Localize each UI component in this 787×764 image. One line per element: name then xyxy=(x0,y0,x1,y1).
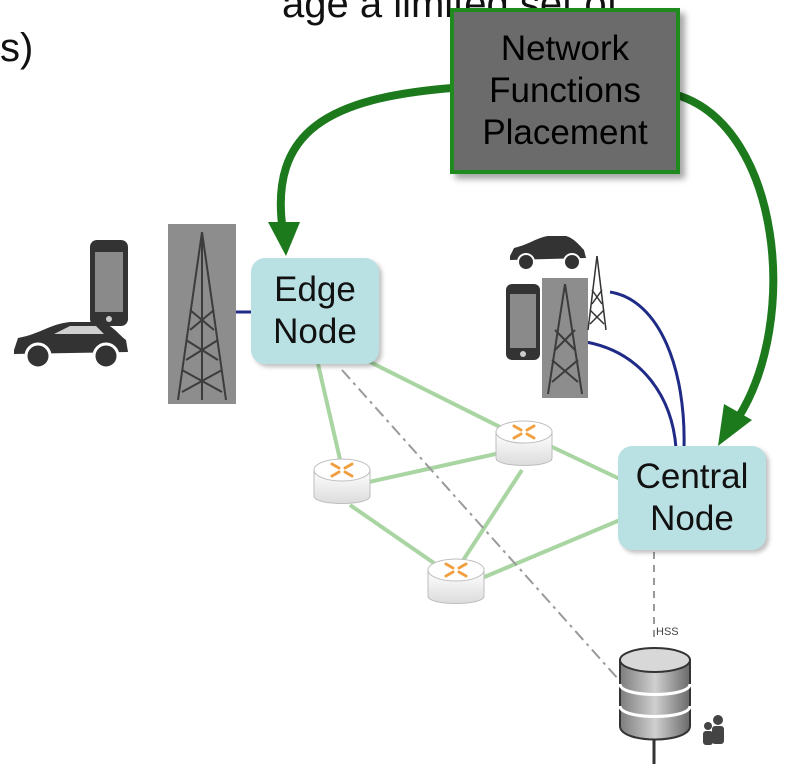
placement-line-3: Placement xyxy=(482,113,648,152)
small-antenna-icon xyxy=(587,255,607,331)
right-cell-tower-icon xyxy=(542,278,588,398)
right-car-icon xyxy=(510,236,586,271)
edge-to-hss-dashdot xyxy=(341,369,629,691)
central-node: Central Node xyxy=(618,446,766,550)
placement-line-2: Functions xyxy=(489,71,641,110)
right-tower-link-lower xyxy=(585,340,678,449)
edge-node-line-2: Node xyxy=(273,312,357,351)
link-edge-router-left xyxy=(316,363,344,469)
link-top-bottom xyxy=(458,468,524,567)
left-smartphone-icon xyxy=(90,240,128,326)
edge-node-line-1: Edge xyxy=(274,270,356,309)
signaling-lines xyxy=(341,369,655,691)
right-smartphone-icon xyxy=(506,284,540,360)
link-top-central xyxy=(547,443,623,482)
network-functions-placement-box: Network Functions Placement xyxy=(450,8,680,174)
router-icon-bottom xyxy=(427,558,485,604)
link-bottom-central xyxy=(481,518,621,580)
left-car-icon xyxy=(14,322,128,370)
placement-line-1: Network xyxy=(500,29,630,68)
link-left-bottom xyxy=(348,503,446,572)
link-edge-router-top xyxy=(369,360,523,440)
left-cell-tower-icon xyxy=(168,224,236,404)
central-node-line-2: Node xyxy=(650,499,734,538)
slide-text-line-2: s) xyxy=(0,26,34,70)
user-icon xyxy=(703,715,724,745)
router-icon-top xyxy=(495,420,553,466)
right-tower-link-upper xyxy=(609,290,686,449)
placement-arrow-to-central xyxy=(676,92,778,446)
edge-node: Edge Node xyxy=(251,258,379,364)
placement-arrow-to-edge xyxy=(268,84,456,256)
hss-label: HSS xyxy=(656,626,679,638)
router-icon-left xyxy=(313,458,371,504)
hss-database-icon xyxy=(618,647,692,764)
central-node-line-1: Central xyxy=(635,457,749,496)
